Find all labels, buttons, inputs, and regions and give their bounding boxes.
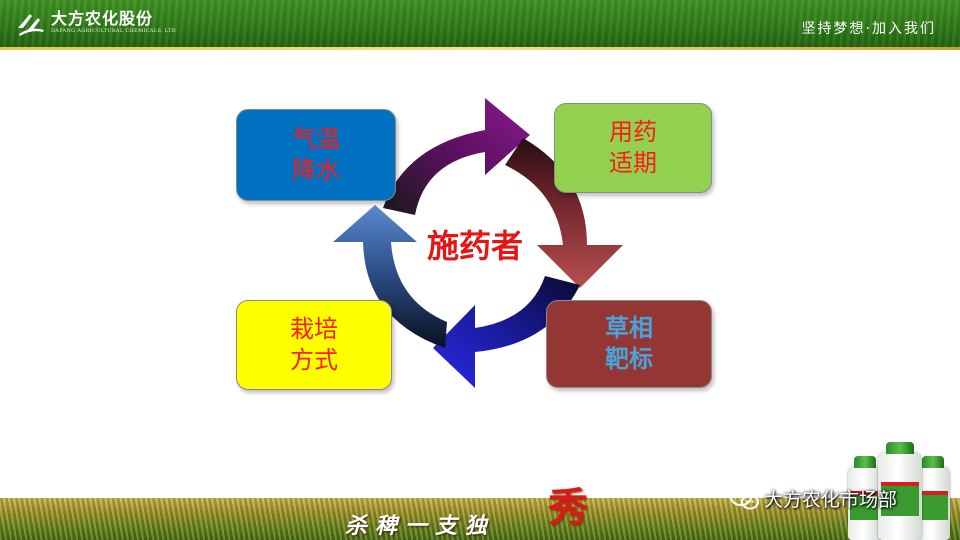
- footer-slogan: 杀稗一支独: [345, 514, 496, 539]
- factor-label-cultivation: 栽培 方式: [290, 315, 338, 374]
- factor-box-weather: 气温 降水: [236, 109, 396, 201]
- factor-label-timing: 用药 适期: [609, 118, 657, 177]
- brand-name-en: DAFANG AGRICULTURAL CHEMICALS, LTD: [51, 28, 176, 34]
- factor-box-target: 草相 靶标: [546, 300, 712, 388]
- factor-box-cultivation: 栽培 方式: [236, 300, 392, 390]
- footer-banner: [0, 498, 960, 540]
- wechat-watermark: 大方农化市场部: [730, 485, 897, 512]
- center-label: 施药者: [426, 227, 523, 265]
- cycle-arrow-4: [333, 205, 447, 348]
- header-slogan: 坚持梦想·加入我们: [801, 21, 936, 37]
- cycle-arrow-1: [383, 98, 530, 215]
- header-banner: 大方农化股份 DAFANG AGRICULTURAL CHEMICALS, LT…: [0, 0, 960, 50]
- product-bottle: [878, 442, 922, 540]
- company-logo: 大方农化股份 DAFANG AGRICULTURAL CHEMICALS, LT…: [16, 10, 176, 36]
- factor-box-timing: 用药 适期: [554, 103, 712, 193]
- footer-slogan-accent: 秀: [548, 484, 588, 531]
- factor-label-target: 草相 靶标: [605, 314, 653, 373]
- product-bottles-image: [840, 440, 960, 540]
- product-bottle: [848, 456, 882, 540]
- wechat-icon: [730, 487, 759, 509]
- cycle-arrow-3: [433, 276, 580, 388]
- dafang-logo-icon: [18, 14, 44, 36]
- cycle-diagram: [333, 98, 623, 388]
- watermark-text: 大方农化市场部: [764, 489, 898, 511]
- brand-name-cn: 大方农化股份: [51, 9, 154, 28]
- cycle-arrow-2: [505, 138, 623, 288]
- factor-label-weather: 气温 降水: [292, 125, 340, 184]
